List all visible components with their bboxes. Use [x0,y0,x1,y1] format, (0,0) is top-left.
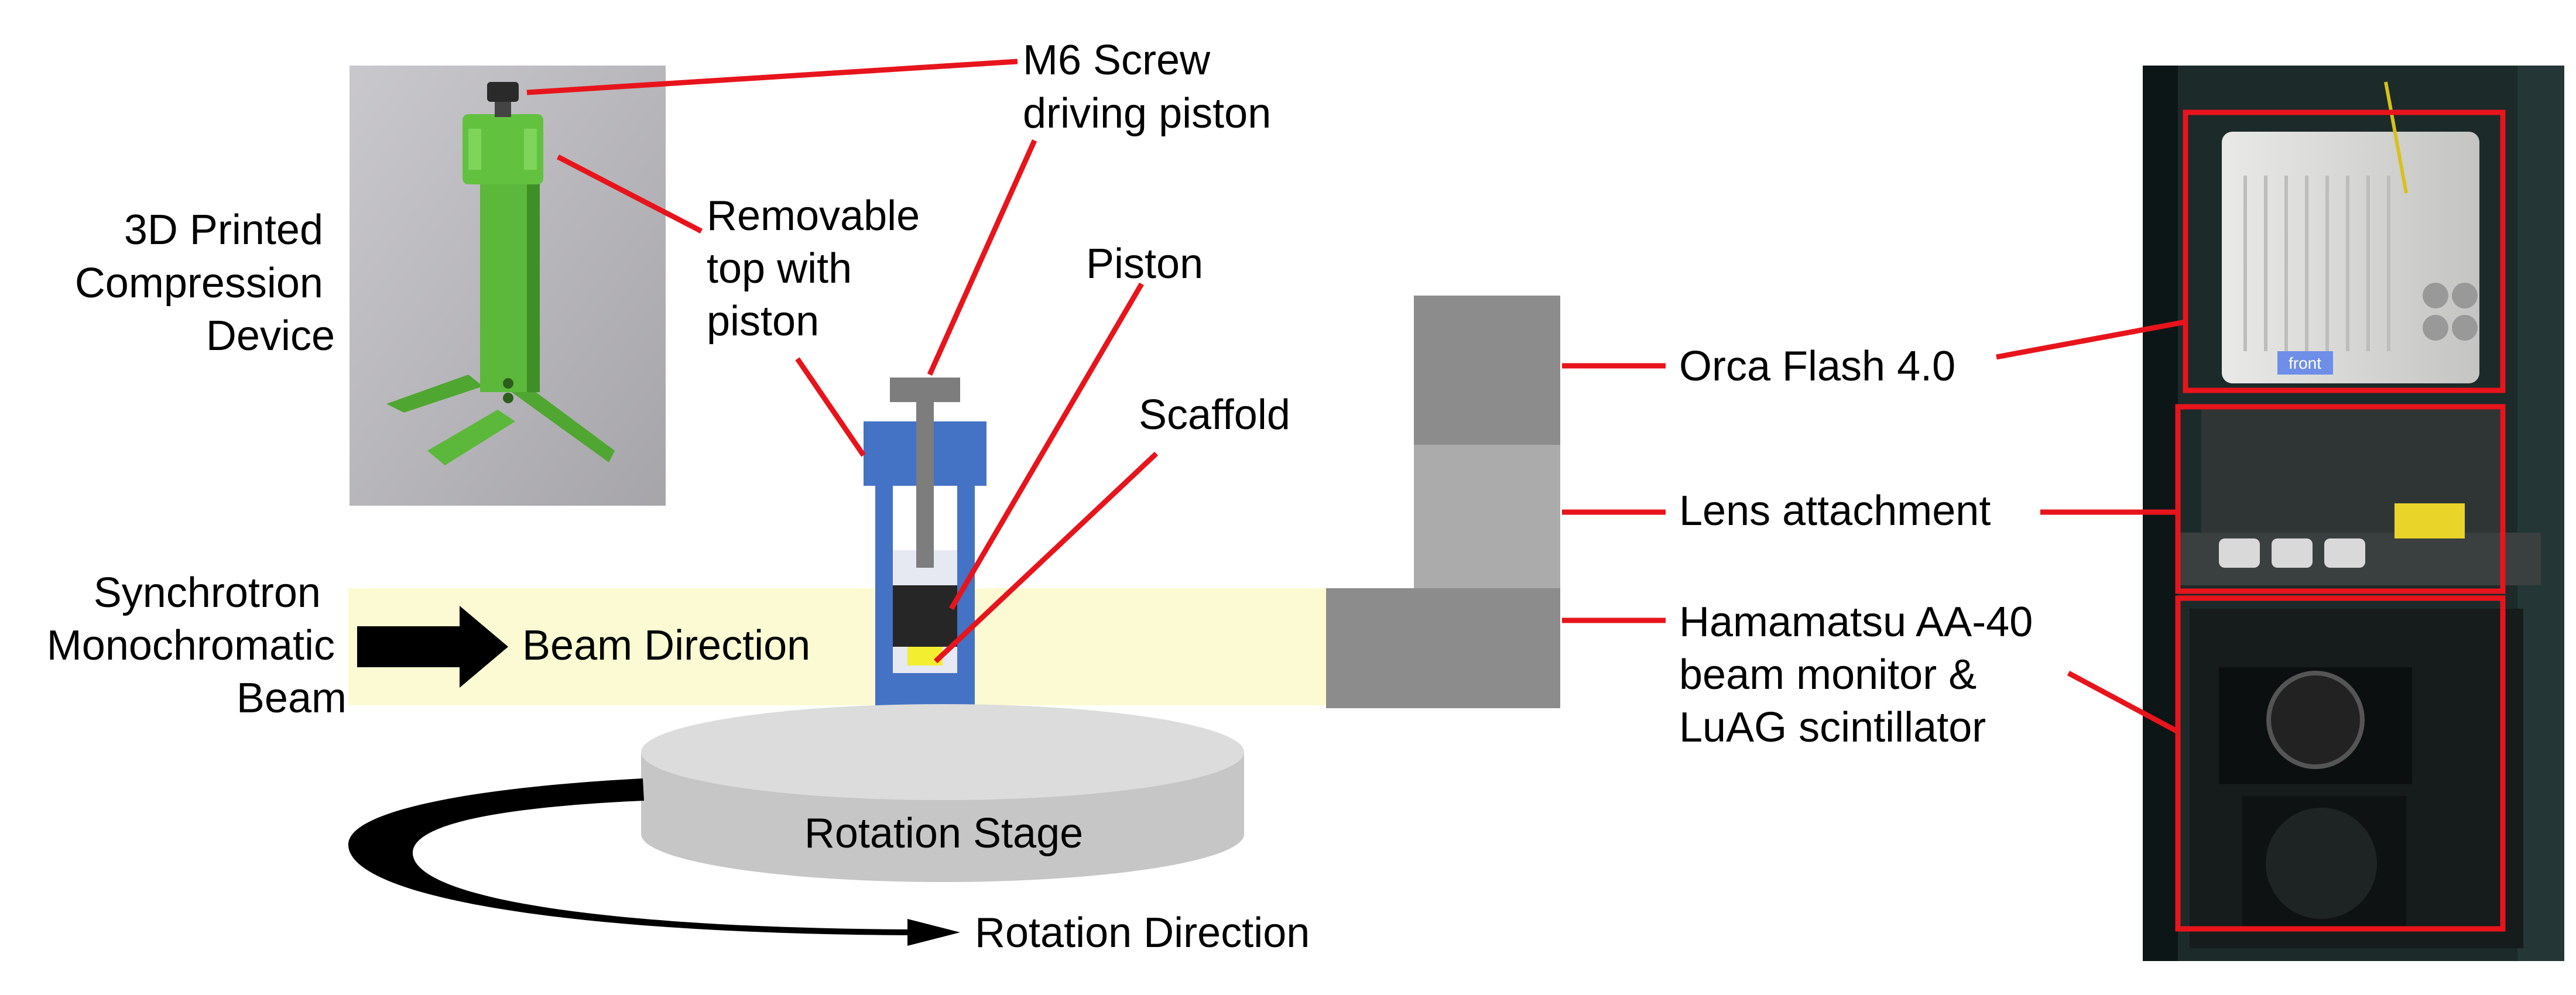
callout-removable-schematic [795,357,866,457]
monitor-block [1326,588,1560,708]
orca-label: Orca Flash 4.0 [1679,343,1955,390]
rotation-arrow [348,778,960,946]
device-title-line-3: Device [206,313,335,359]
removable-top-label: Removable top with piston [707,193,931,345]
removable-top-line-3: piston [707,298,819,345]
detector-schematic [1326,296,1560,708]
m6-screw-line-1: M6 Screw [1023,37,1211,84]
camera-block [1414,296,1560,445]
synchrotron-line-1: Synchrotron [94,569,321,616]
detector-photo: front [2143,66,2564,961]
removable-top-line-1: Removable [707,193,920,239]
hamamatsu-line-3: LuAG scintillator [1679,704,1986,751]
callout-m6-schematic [927,139,1037,376]
lens-label: Lens attachment [1679,488,1991,534]
callout-piston [949,282,1144,610]
m6-screw-label: M6 Screw driving piston [1023,37,1271,137]
beam-band [348,588,1326,705]
piston-head [893,585,957,647]
hamamatsu-line-1: Hamamatsu AA-40 [1679,599,2033,646]
beam-direction-label: Beam Direction [522,622,810,669]
m6-screw-line-2: driving piston [1023,90,1271,137]
synchrotron-line-2: Monochromatic [47,622,335,669]
compression-device-photo [350,66,666,506]
beam-arrow [357,606,508,688]
hamamatsu-line-2: beam monitor & [1679,651,1976,698]
lens-box [2175,404,2506,594]
rotation-direction-label: Rotation Direction [975,910,1310,956]
detector-highlight-boxes [2175,109,2506,932]
hamamatsu-label: Hamamatsu AA-40 beam monitor & LuAG scin… [1679,599,2044,751]
rotation-stage-label: Rotation Stage [804,810,1083,857]
camera-body [2222,132,2479,383]
front-sticker [2277,351,2333,375]
monitor-box [2175,595,2506,932]
scaffold-label: Scaffold [1139,392,1290,438]
callout-monitor-photo [2067,671,2180,734]
front-sticker-text: front [2289,354,2321,372]
device-title-line-2: Compression [75,260,323,307]
callout-lines [526,59,2186,734]
removable-top-line-2: top with [707,245,852,292]
callout-m6-photo [526,59,1018,95]
device-title: 3D Printed Compression Device [75,207,335,359]
lens-block [1414,445,1560,588]
device-title-line-1: 3D Printed [124,207,323,253]
screw-head [890,378,960,402]
callout-scaffold [933,451,1159,664]
piston-rod [916,398,934,568]
synchrotron-label: Synchrotron Monochromatic Beam [47,569,347,722]
synchrotron-line-3: Beam [237,675,347,722]
rotation-stage [641,704,1244,882]
stage-top [641,704,1244,800]
orca-box [2183,109,2506,393]
callout-orca-photo [1996,319,2186,360]
piston-label: Piston [1086,241,1203,287]
callout-removable-photo [556,155,703,234]
